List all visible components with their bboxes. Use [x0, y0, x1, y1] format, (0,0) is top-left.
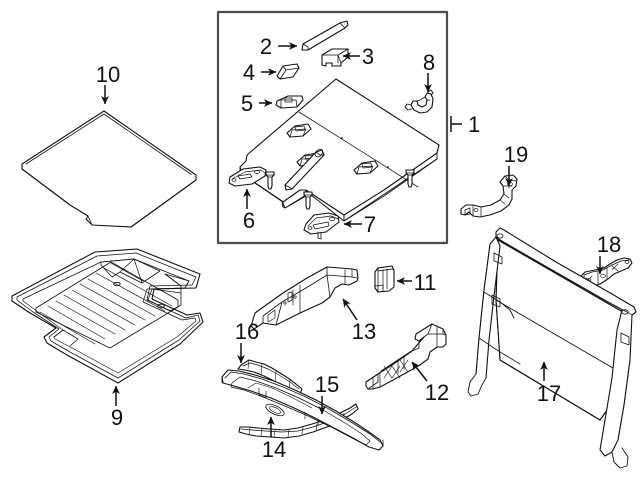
callout-label-4: 4 — [243, 60, 255, 85]
callout-label-13: 13 — [352, 319, 376, 344]
callout-label-2: 2 — [260, 34, 272, 59]
callout-label-10: 10 — [96, 62, 120, 87]
callout-label-3: 3 — [362, 44, 374, 69]
part-1-cargo-floor-board-panel — [239, 78, 440, 222]
callout-leaders — [101, 42, 604, 437]
callout-label-7: 7 — [364, 212, 376, 237]
part-17-rear-seat-back-partition-panel — [467, 227, 637, 469]
callout-label-14: 14 — [262, 437, 286, 462]
part-2-trim-strip-molding — [301, 20, 349, 51]
callout-label-19: 19 — [504, 142, 528, 167]
part-7-latch-striker-plate-right — [303, 212, 340, 240]
part-11-small-block-bracket — [374, 265, 395, 293]
callout-label-17: 17 — [537, 381, 561, 406]
callout-labels: 1 2 3 4 5 6 7 8 9 10 11 12 13 14 15 16 1… — [96, 34, 621, 462]
callout-label-5: 5 — [241, 91, 253, 116]
part-3-end-cap-bracket — [321, 48, 349, 67]
part-14-rear-cross-member-panel — [221, 369, 384, 451]
part-10-cargo-floor-mat-cover — [21, 110, 197, 228]
callout-label-11: 11 — [414, 270, 437, 295]
callout-label-12: 12 — [425, 380, 449, 405]
callout-label-9: 9 — [111, 405, 123, 430]
part-15-cross-member-brace-strip — [238, 403, 359, 439]
callout-label-6: 6 — [243, 208, 255, 233]
fastener-bolt-2 — [303, 191, 313, 210]
part-9-cargo-floor-tray-ribbed — [11, 248, 204, 384]
part-12-side-rail-reinforcement-right — [365, 323, 447, 390]
fastener-bolt-3 — [405, 169, 415, 188]
callout-label-18: 18 — [597, 232, 621, 257]
fastener-bolt-1 — [265, 171, 275, 190]
leader-12 — [411, 361, 428, 382]
part-5-small-retainer-clip — [275, 95, 304, 109]
part-16-upper-cross-brace-strip — [237, 359, 303, 395]
callout-label-15: 15 — [315, 372, 339, 397]
callout-label-16: 16 — [235, 319, 259, 344]
part-13-side-rail-reinforcement-left — [250, 266, 359, 330]
part-6-latch-striker-plate-left — [228, 166, 267, 187]
callout-label-1: 1 — [468, 112, 480, 137]
leader-13 — [342, 298, 358, 321]
part-4-oval-cover-plug — [276, 63, 300, 80]
callout-label-8: 8 — [423, 50, 435, 75]
